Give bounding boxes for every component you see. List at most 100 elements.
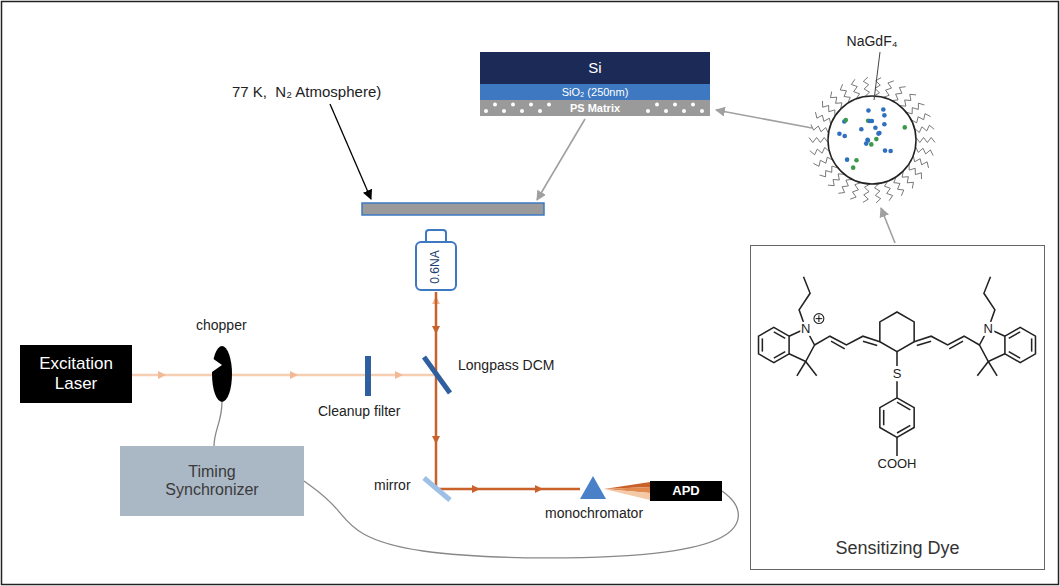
drawing-part [896, 437, 898, 456]
ligand-chain [810, 147, 830, 154]
node-text: PS Matrix [570, 102, 620, 115]
drawing-part [432, 326, 440, 334]
matrix-dot [700, 109, 704, 113]
zoom-arrow [716, 110, 812, 128]
dopant-ion [859, 127, 864, 132]
matrix-dot [682, 109, 686, 113]
drawing-part [883, 410, 885, 425]
silicon-layer: Si [480, 52, 710, 84]
drawing-part [212, 346, 232, 402]
dopant-ion [877, 131, 882, 136]
dopant-ion [868, 119, 873, 124]
drawing-part [897, 402, 910, 410]
matrix-dot [484, 109, 488, 113]
ligand-chain [863, 77, 869, 96]
drawing-part [158, 371, 166, 379]
ligand-chain [913, 156, 928, 168]
ligand-chain [894, 177, 904, 196]
drawing-part [831, 341, 845, 349]
matrix-dot [502, 109, 506, 113]
dopant-dots [837, 107, 907, 170]
ligand-chain [892, 87, 906, 101]
node-text: SiO₂ (250nm) [562, 86, 629, 99]
objective-lens: 0.6NA [414, 228, 458, 292]
matrix-dot [655, 103, 659, 107]
drawing-part [818, 315, 819, 322]
dopant-ion [881, 107, 886, 112]
drawing-part [432, 436, 440, 444]
drawing-part [863, 341, 877, 345]
ligand-chain [911, 114, 930, 123]
condition-note: 77 K, N₂ Atmosphere) [232, 84, 381, 101]
matrix-dot [529, 103, 533, 107]
dopant-ion [845, 157, 850, 162]
atom-label: COOH [877, 457, 918, 471]
emission-beam [432, 292, 580, 493]
excitation-beam [128, 296, 440, 379]
drawing-part [914, 277, 1035, 376]
ligand-chain [811, 124, 829, 133]
zoom-arrow [537, 119, 585, 200]
node-text: Timing Synchronizer [152, 463, 272, 500]
ligand-chain [916, 138, 935, 143]
matrix-dot [538, 109, 542, 113]
chopper-wheel [212, 346, 232, 402]
ligand-chain [813, 157, 832, 166]
synchronizer-box: Timing Synchronizer [120, 446, 304, 516]
ligand-chain [915, 125, 935, 132]
matrix-dot [673, 103, 677, 107]
dopant-ion [837, 131, 842, 136]
dopant-ion [843, 118, 848, 123]
dopant-ion [865, 137, 870, 142]
node-text: Sensitizing Dye [835, 538, 959, 559]
drawing-part [436, 292, 580, 489]
matrix-dot [547, 103, 551, 107]
part-label: monochromator [545, 506, 643, 521]
ligand-chain [823, 101, 835, 116]
matrix-dot [520, 109, 524, 113]
dopant-ion [869, 142, 874, 147]
dye-molecule [759, 277, 1036, 456]
drawing-part [897, 425, 910, 433]
drawing-part [774, 332, 785, 339]
atom-label: N [983, 321, 994, 335]
dopant-ion [873, 125, 878, 130]
dispersed-light [604, 482, 650, 500]
part-label: chopper [196, 318, 247, 333]
ligand-chain [909, 164, 921, 179]
drawing-part [815, 336, 880, 345]
drawing-part [290, 371, 298, 379]
dopant-ion [874, 137, 879, 142]
laser-box: Excitation Laser [20, 345, 132, 403]
drawing-part [880, 398, 914, 438]
drawing-part [814, 314, 824, 324]
ligand-chain [883, 81, 894, 98]
ligand-chain [900, 94, 916, 106]
dopant-ion [854, 158, 859, 163]
ligand-chain [809, 138, 828, 143]
ligand-shell [809, 77, 935, 203]
drawing-part [806, 362, 817, 376]
ligand-chain [820, 166, 838, 177]
matrix-dot [511, 103, 515, 107]
part-label: mirror [374, 478, 411, 493]
dopant-ion [882, 122, 887, 127]
pointer-arrow [330, 104, 371, 199]
matrix-dot [691, 103, 695, 107]
detector-box: APD [650, 481, 722, 501]
polymer-layer: PS Matrix [480, 100, 710, 116]
drawing-part [880, 312, 914, 352]
ligand-chain [851, 79, 859, 99]
ligand-chain [850, 183, 861, 200]
atom-label: N [800, 321, 811, 335]
nanoparticle-core [828, 96, 916, 184]
ligand-chain [916, 147, 934, 156]
leader-line [874, 52, 880, 100]
dopant-ion [842, 134, 847, 139]
node-text: APD [672, 484, 699, 499]
drawing-part [896, 381, 898, 398]
drawing-part [395, 371, 403, 379]
part-label: Longpass DCM [458, 358, 555, 373]
drawing-part [759, 277, 880, 376]
